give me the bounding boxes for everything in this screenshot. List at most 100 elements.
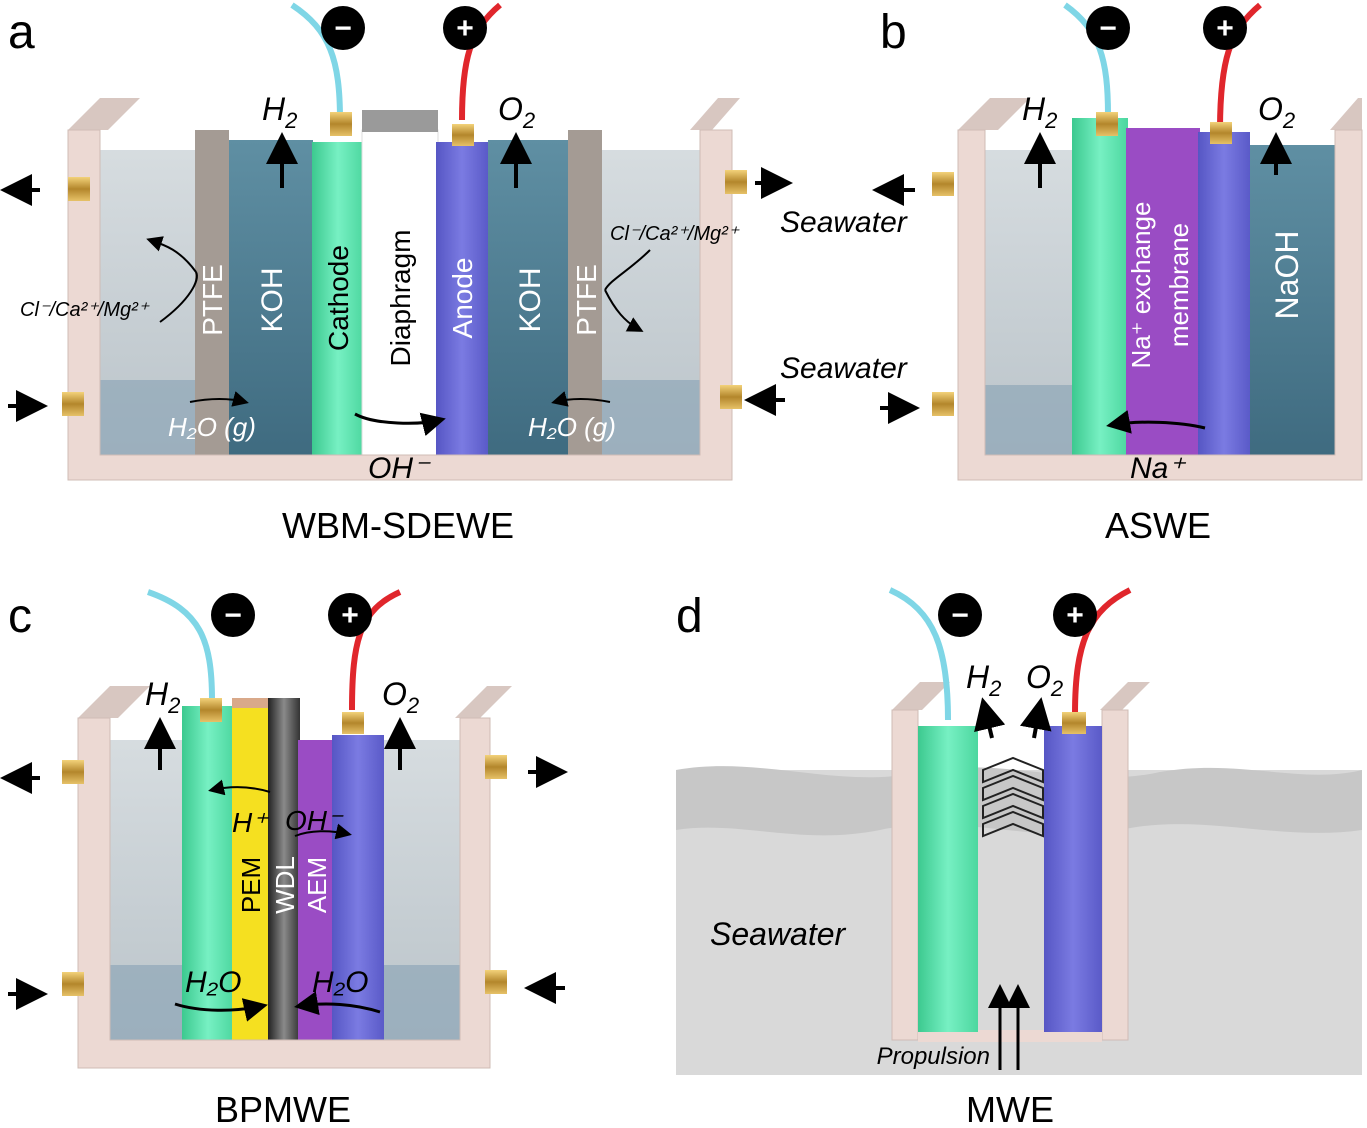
propulsion-label: Propulsion [877,1043,990,1070]
minus-sign: − [334,12,352,45]
vapor-right-arrow [551,391,611,407]
anode-plate [332,735,384,1040]
cathode-plate [918,726,978,1032]
na-exchange-membrane [1126,128,1200,455]
negative-terminal-icon [1086,6,1130,50]
ions-right-arrow-down [604,289,644,332]
outlet-port-right [485,755,507,779]
o2-label: O2 [1258,91,1295,133]
anode-connector [1062,712,1086,734]
positive-terminal-icon [1053,593,1097,637]
aem-label: AEM [302,857,332,913]
h2-label: H2 [145,676,180,718]
seawater-surface [676,766,1362,836]
h2-label: H2 [262,91,297,133]
frame-top-right [1100,682,1150,710]
ions-right-arrow [604,249,651,291]
negative-terminal-icon [321,6,365,50]
na-transport-arrow [1106,410,1206,434]
ions-left-arrow [159,271,198,323]
membrane-label-line1: Na⁺ exchange [1126,202,1156,369]
frame-top-left [958,98,1030,130]
vapor-left-label: H₂O (g) [168,412,256,442]
pem-top [232,698,268,708]
oh-label: OH⁻ [368,452,431,485]
cathode-plate [312,142,364,457]
diaphragm-top [362,110,438,132]
cathode-label: Cathode [323,245,354,351]
koh-right-label: KOH [514,267,547,332]
negative-terminal-icon [211,593,255,637]
naoh-label: NaOH [1269,231,1305,320]
frame-body [77,717,491,1069]
cathode-wire [147,589,215,701]
vapor-left-arrow [189,391,249,407]
inlet-port-left [62,392,84,416]
panel-d-caption: MWE [966,1089,1054,1128]
panel-a-caption: WBM-SDEWE [282,505,514,546]
koh-left-label: KOH [256,267,289,332]
o2-label: O2 [1026,659,1063,701]
anode-plate [436,142,488,457]
membrane-label-line2: membrane [1164,223,1194,347]
panel-a: a − + H2 O2 PTFE KOH [0,2,793,546]
anode-plate [1044,726,1102,1032]
inlet-port-right [485,970,507,994]
panel-b: b − + H2 O2 Na⁺ exchange membrane NaOH S… [780,2,1363,546]
ions-left-label: Cl⁻/Ca²⁺/Mg²⁺ [20,299,150,321]
frame-right [1101,709,1129,1041]
panel-d-letter: d [676,590,703,643]
hydroxide-arrow [294,823,352,840]
na-label: Na⁺ [1130,452,1186,485]
panel-c-letter: c [8,590,32,643]
outlet-port-right [725,170,747,194]
ions-left-arrow-up [146,236,197,273]
cathode-connector [200,698,222,722]
cathode-wire [888,587,951,721]
aem-layer [298,740,334,1040]
cathode-connector [1096,112,1118,136]
panel-b-letter: b [880,6,907,59]
anode-plate [1198,132,1250,455]
frame-bottom [918,1030,1102,1042]
frame-top-right [455,686,512,718]
diaphragm-label: Diaphragm [385,230,416,367]
frame-top-right [690,98,740,130]
flow-chevrons [982,756,1044,838]
panel-c-caption: BPMWE [215,1089,351,1128]
proton-arrow [208,779,271,796]
pem-layer [232,706,270,1040]
frame-top-left [68,98,140,130]
wdl-layer [268,698,300,1040]
ions-right-label: Cl⁻/Ca²⁺/Mg²⁺ [610,223,740,245]
frame-left [891,709,919,1041]
frame-body [67,129,733,481]
naoh-volume [1245,145,1335,455]
water-right-arrow [294,991,381,1016]
frame-top-left [892,682,950,710]
vapor-right-label: H₂O (g) [528,412,616,442]
outlet-port-left [68,177,90,201]
negative-terminal-icon [938,593,982,637]
cathode-wire [290,2,343,121]
panel-a-letter: a [8,6,35,59]
pem-label: PEM [236,857,266,913]
hydroxide-label: OH⁻ [285,805,344,836]
plus-sign: + [1216,12,1234,45]
h2-arrow [974,697,1006,739]
ptfe-right-label: PTFE [571,264,602,336]
o2-label: O2 [498,91,535,133]
seawater-inlet-label: Seawater [780,352,908,385]
frame-top-right [1330,98,1362,130]
inlet-port-right [720,385,742,409]
o2-arrow [1019,697,1052,739]
plus-sign: + [341,599,359,632]
wdl-label: WDL [270,856,300,914]
inlet-port-left [62,972,84,996]
anode-connector [452,124,474,146]
proton-label: H⁺ [232,807,269,838]
minus-sign: − [1099,12,1117,45]
ptfe-right [568,130,602,455]
positive-terminal-icon [443,6,487,50]
